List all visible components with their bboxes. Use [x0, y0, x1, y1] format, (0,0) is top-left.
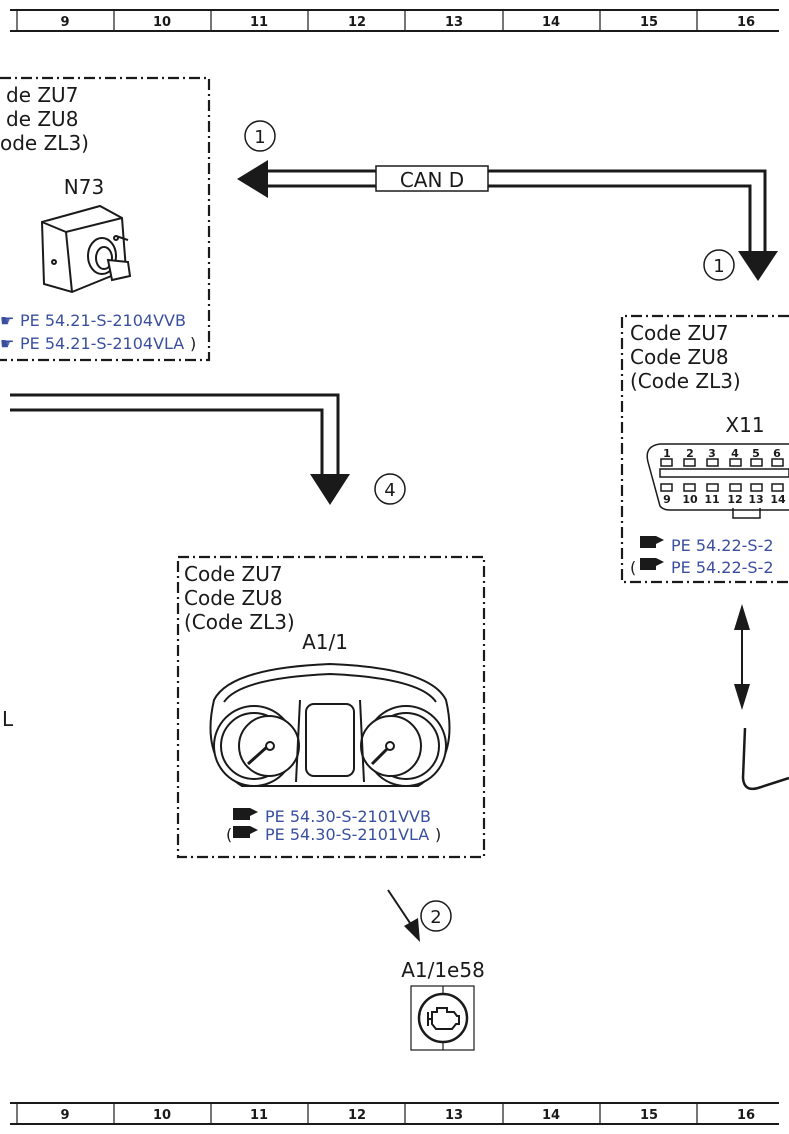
x11-pin-6: 6	[773, 447, 781, 460]
n73-ref-1[interactable]: PE 54.21-S-2104VVB	[20, 311, 186, 330]
x11-code-3: (Code ZL3)	[630, 369, 741, 393]
x11-ref-hand-icon-1	[640, 536, 664, 548]
a1-code-3: (Code ZL3)	[184, 610, 295, 634]
bottom-ruler: 9 10 11 12 13 14 15 16	[10, 1102, 779, 1125]
x11-pin-13: 13	[748, 493, 763, 506]
obd-connector-icon	[646, 443, 789, 519]
ruler-cell-13: 13	[445, 15, 463, 30]
top-ruler: 9 10 11 12 13 14 15 16	[10, 9, 779, 32]
ruler-cell-15: 15	[640, 15, 658, 30]
callout-4: 4	[374, 473, 406, 505]
right-wire-curve	[741, 727, 789, 791]
ruler-cell-14: 14	[542, 15, 560, 30]
ruler-cell-16: 16	[737, 15, 755, 30]
x11-pin-9: 9	[663, 493, 671, 506]
svg-text:1: 1	[713, 256, 724, 277]
can-arrow-left	[237, 160, 268, 198]
ruler-cell-11: 11	[250, 1108, 268, 1123]
a1-ref-1[interactable]: PE 54.30-S-2101VVB	[265, 807, 431, 826]
x11-code-1: Code ZU7	[630, 321, 729, 345]
can-d-bus	[266, 169, 767, 252]
x11-pin-1: 1	[663, 447, 671, 460]
a1-ref-open: (	[226, 825, 232, 844]
ruler-cell-10: 10	[153, 1108, 171, 1123]
a1-ref-hand-icon-2	[233, 826, 258, 838]
n73-ref-icon-2: ☛	[0, 334, 14, 353]
x11-code-2: Code ZU8	[630, 345, 729, 369]
x11-pin-5: 5	[752, 447, 760, 460]
ruler-cell-11: 11	[250, 15, 268, 30]
n73-component-box: de ZU7 de ZU8 ode ZL3) N73 ☛ PE 54.21-S-…	[0, 76, 211, 362]
svg-text:2: 2	[430, 907, 441, 928]
x11-label: X11	[725, 413, 764, 437]
ruler-cell-16: 16	[737, 1108, 755, 1123]
bus-arrow-down	[310, 474, 350, 505]
arrow-to-lamp	[387, 889, 420, 942]
svg-text:4: 4	[384, 480, 395, 501]
bidirectional-arrow	[734, 604, 750, 710]
x11-pin-12: 12	[727, 493, 742, 506]
n73-code-3: ode ZL3)	[0, 131, 89, 155]
a1-code-1: Code ZU7	[184, 562, 283, 586]
callout-1-right: 1	[703, 249, 735, 281]
callout-1-top: 1	[244, 120, 276, 152]
instrument-cluster-icon	[209, 662, 451, 787]
can-d-label-box: CAN D	[375, 165, 489, 192]
bus-to-a1	[10, 393, 340, 476]
a1-ref-close: )	[435, 825, 441, 844]
a1-label: A1/1	[302, 630, 348, 654]
a1-component-box: Code ZU7 Code ZU8 (Code ZL3) A1/1 PE 54.…	[176, 555, 486, 859]
ruler-cell-14: 14	[542, 1108, 560, 1123]
ruler-cell-9: 9	[60, 15, 69, 30]
ruler-cell-13: 13	[445, 1108, 463, 1123]
can-d-label: CAN D	[400, 168, 464, 192]
ignition-switch-icon	[40, 204, 132, 294]
a1-ref-hand-icon-1	[233, 808, 258, 820]
svg-text:1: 1	[254, 127, 265, 148]
n73-ref-icon-1: ☛	[0, 311, 14, 330]
ruler-cell-12: 12	[348, 15, 366, 30]
ruler-cell-10: 10	[153, 15, 171, 30]
x11-pin-3: 3	[708, 447, 716, 460]
n73-label: N73	[64, 175, 104, 199]
ruler-cell-12: 12	[348, 1108, 366, 1123]
left-cut-label: L	[2, 707, 14, 731]
ruler-cell-15: 15	[640, 1108, 658, 1123]
a1-ref-2[interactable]: PE 54.30-S-2101VLA	[265, 825, 429, 844]
lamp-component: A1/1e58	[401, 958, 485, 1051]
x11-ref-open: (	[630, 558, 636, 577]
ruler-cell-9: 9	[60, 1108, 69, 1123]
n73-code-2: de ZU8	[6, 107, 78, 131]
x11-pin-10: 10	[682, 493, 698, 506]
x11-pin-2: 2	[686, 447, 694, 460]
x11-ref-hand-icon-2	[640, 558, 664, 570]
n73-ref-close: )	[190, 334, 196, 353]
can-arrow-down	[738, 251, 778, 281]
lamp-label: A1/1e58	[401, 958, 485, 982]
n73-code-1: de ZU7	[6, 83, 78, 107]
x11-ref-2[interactable]: PE 54.22-S-2	[671, 558, 774, 577]
engine-warning-icon	[427, 1007, 460, 1030]
a1-code-2: Code ZU8	[184, 586, 283, 610]
x11-ref-1[interactable]: PE 54.22-S-2	[671, 536, 774, 555]
x11-component-box: Code ZU7 Code ZU8 (Code ZL3) X11 1 2 3	[620, 314, 789, 584]
n73-ref-2[interactable]: PE 54.21-S-2104VLA	[20, 334, 184, 353]
callout-2: 2	[420, 900, 452, 932]
x11-pin-14: 14	[770, 493, 786, 506]
x11-pin-11: 11	[704, 493, 719, 506]
x11-pin-4: 4	[731, 447, 739, 460]
